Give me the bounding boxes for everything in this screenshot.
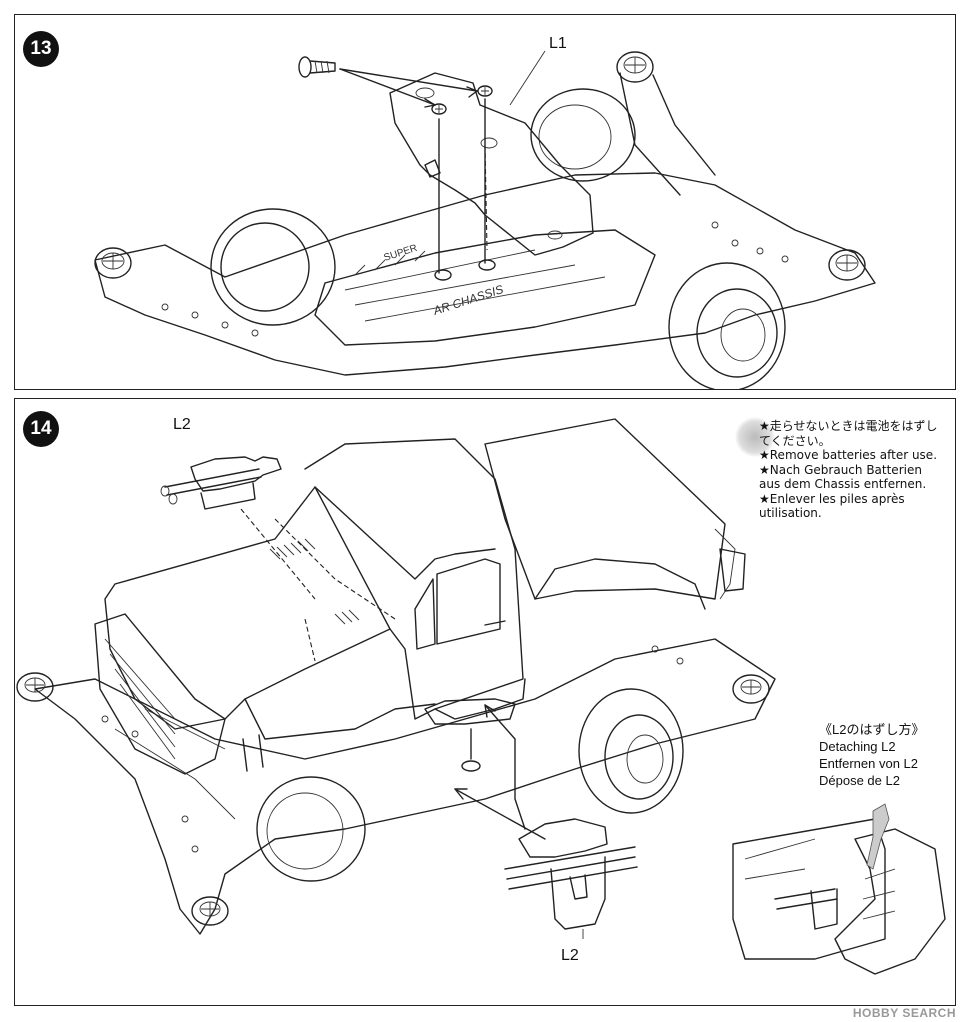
screw-icon <box>298 56 336 78</box>
rear-left-wheel-drawing <box>210 208 336 326</box>
note-line: てください。 <box>759 433 831 448</box>
direction-arrow-icon <box>454 788 546 840</box>
note-line: ★Nach Gebrauch Batterien <box>759 462 922 477</box>
detach-line: Dépose de L2 <box>819 773 900 788</box>
front-right-roller-drawing <box>828 249 866 281</box>
detach-line: Detaching L2 <box>819 739 896 754</box>
chassis-drawing <box>94 172 876 376</box>
watermark: HOBBY SEARCH <box>852 1006 956 1020</box>
note-line: ★走らせないときは電池をはずし <box>759 419 938 433</box>
detach-line: Entfernen von L2 <box>819 756 919 771</box>
screw-icon <box>431 103 447 115</box>
direction-arrow-icon <box>339 68 478 108</box>
note-line: aus dem Chassis entfernen. <box>759 477 927 491</box>
note-line: utilisation. <box>759 506 822 520</box>
rear-left-roller-drawing <box>191 896 229 926</box>
step-14-illustration <box>16 418 946 975</box>
rear-right-roller-drawing <box>616 51 716 196</box>
note-line: ★Enlever les piles après <box>759 491 905 506</box>
front-left-roller-drawing <box>16 672 54 702</box>
chassis-print-ar: AR CHASSIS <box>431 282 505 318</box>
step-13-illustration: SUPER AR CHASSIS <box>94 50 876 389</box>
front-left-roller-drawing <box>94 247 132 279</box>
step-14-panel: 14 L2 L2 ★走らせないときは電池をはずし てください。 ★Remove … <box>14 398 956 1006</box>
l1-plate-drawing <box>389 72 594 256</box>
front-right-wheel-drawing <box>668 262 786 389</box>
l2-part-top-drawing <box>160 456 316 600</box>
step-13-panel: 13 L1 <box>14 14 956 390</box>
front-right-roller-drawing <box>732 674 770 704</box>
chassis-print-super: SUPER <box>383 243 419 264</box>
direction-arrow-icon <box>484 704 526 830</box>
step-13-number: 13 <box>23 31 59 67</box>
l2-part-bottom-drawing <box>504 818 638 939</box>
note-line: ★Remove batteries after use. <box>759 448 938 462</box>
rear-right-top-wheel-drawing <box>530 88 636 182</box>
detach-inset-drawing <box>732 803 946 975</box>
front-left-wheel-drawing <box>256 776 366 882</box>
right-wheel-drawing <box>578 688 684 814</box>
batteries-icon <box>735 417 775 457</box>
part-label-l2-top: L2 <box>173 416 191 433</box>
battery-note: ★走らせないときは電池をはずし てください。 ★Remove batteries… <box>759 419 938 521</box>
truck-body-drawing <box>94 418 746 775</box>
part-label-l2-bottom: L2 <box>561 947 579 964</box>
step-14-number: 14 <box>23 411 59 447</box>
clip-mount-drawing <box>424 698 516 772</box>
screw-icon <box>477 85 493 97</box>
detach-line: 《L2のはずし方》 <box>819 722 925 737</box>
detach-caption: 《L2のはずし方》 Detaching L2 Entfernen von L2 … <box>819 721 924 789</box>
part-label-l1: L1 <box>549 35 567 52</box>
